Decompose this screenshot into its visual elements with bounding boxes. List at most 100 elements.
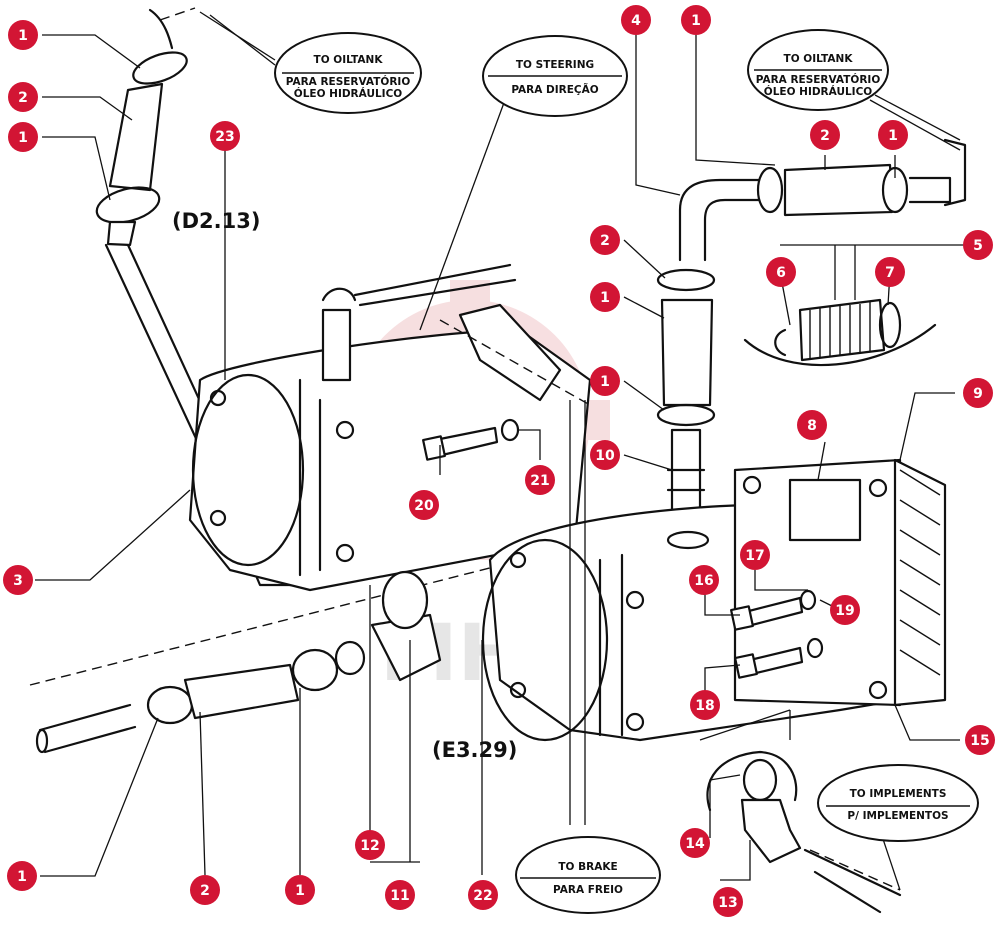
bolt-18 <box>734 646 804 679</box>
svg-text:TO BRAKE: TO BRAKE <box>558 861 617 873</box>
part-badge-label: 1 <box>17 869 27 885</box>
part-badge-label: 14 <box>685 836 705 852</box>
center-line-left <box>29 544 581 686</box>
part-badge-label: 9 <box>973 386 983 402</box>
svg-text:PARA FREIO: PARA FREIO <box>553 884 623 896</box>
part-badge: 16 <box>689 565 719 595</box>
part-badge: 6 <box>766 257 796 287</box>
center-line-upper <box>439 319 591 406</box>
part-badge-label: 19 <box>835 603 854 619</box>
part-badge-label: 15 <box>970 733 989 749</box>
part-badge: 15 <box>965 725 995 755</box>
part-badge: 20 <box>409 490 439 520</box>
part-badge-label: 23 <box>215 129 234 145</box>
part-badge-label: 12 <box>360 838 379 854</box>
part-badge-label: 1 <box>600 374 610 390</box>
part-badge: 4 <box>621 5 651 35</box>
part-badge-label: 17 <box>745 548 764 564</box>
svg-text:PARA DIREÇÃO: PARA DIREÇÃO <box>511 83 598 96</box>
washer-17 <box>799 589 817 611</box>
part-badge-label: 1 <box>888 128 898 144</box>
callout-implements: TO IMPLEMENTS P/ IMPLEMENTOS <box>817 764 979 842</box>
part-badge: 1 <box>8 20 38 50</box>
part-badge: 1 <box>285 875 315 905</box>
part-badge-label: 3 <box>13 573 23 589</box>
part-badge-label: 1 <box>295 883 305 899</box>
svg-text:PARA RESERVATÓRIO: PARA RESERVATÓRIO <box>756 73 881 86</box>
part-badge-label: 1 <box>18 130 28 146</box>
part-badge: 1 <box>590 366 620 396</box>
part-badge: 7 <box>875 257 905 287</box>
svg-text:P/ IMPLEMENTOS: P/ IMPLEMENTOS <box>847 810 948 822</box>
svg-text:ÓLEO HIDRÁULICO: ÓLEO HIDRÁULICO <box>764 85 872 98</box>
part-badge-label: 1 <box>18 28 28 44</box>
part-badge-label: 18 <box>695 698 714 714</box>
lower-pump-body <box>481 458 947 742</box>
part-badge-label: 6 <box>776 265 786 281</box>
lower-left-hose-assembly <box>35 570 442 754</box>
part-badge-label: 2 <box>18 90 28 106</box>
reference-e329: (E3.29) <box>432 738 517 762</box>
svg-text:TO OILTANK: TO OILTANK <box>784 53 854 65</box>
part-badge: 1 <box>8 122 38 152</box>
upper-right-hose <box>756 138 967 217</box>
callout-oiltank-right: TO OILTANK PARA RESERVATÓRIO ÓLEO HIDRÁU… <box>747 29 889 111</box>
part-badge: 14 <box>680 828 710 858</box>
svg-text:TO IMPLEMENTS: TO IMPLEMENTS <box>850 788 947 800</box>
part-badge-label: 22 <box>473 888 492 904</box>
bolt-20 <box>422 426 499 461</box>
part-badge: 13 <box>713 887 743 917</box>
part-badge: 1 <box>590 282 620 312</box>
part-badge-label: 2 <box>200 883 210 899</box>
part-badge-label: 2 <box>600 233 610 249</box>
part-badge: 23 <box>210 121 240 151</box>
part-badge-label: 13 <box>718 895 737 911</box>
part-badge: 12 <box>355 830 385 860</box>
part-badge: 1 <box>878 120 908 150</box>
part-badge: 1 <box>7 861 37 891</box>
part-badge: 19 <box>830 595 860 625</box>
callout-oiltank-left: TO OILTANK PARA RESERVATÓRIO ÓLEO HIDRÁU… <box>274 32 422 114</box>
part-badge-label: 4 <box>631 13 641 29</box>
part-badge: 17 <box>740 540 770 570</box>
part-badge: 22 <box>468 880 498 910</box>
part-badge: 2 <box>190 875 220 905</box>
part-badge: 2 <box>590 225 620 255</box>
part-badge-label: 11 <box>390 888 409 904</box>
part-badge-label: 1 <box>600 290 610 306</box>
part-badge: 18 <box>690 690 720 720</box>
part-badge: 1 <box>681 5 711 35</box>
part-badge: 21 <box>525 465 555 495</box>
part-badge: 5 <box>963 230 993 260</box>
upper-pump-body <box>188 263 592 592</box>
part-badge-label: 16 <box>694 573 713 589</box>
callout-steering: TO STEERING PARA DIREÇÃO <box>482 35 628 117</box>
part-badge: 2 <box>810 120 840 150</box>
elbow-fitting-13 <box>706 750 901 891</box>
part-badge-label: 10 <box>595 448 615 464</box>
filter-element-5 <box>743 298 937 367</box>
svg-text:TO OILTANK: TO OILTANK <box>314 54 384 66</box>
svg-text:ÓLEO HIDRÁULICO: ÓLEO HIDRÁULICO <box>294 87 402 100</box>
part-badge-label: 5 <box>973 238 983 254</box>
part-badge: 10 <box>590 440 620 470</box>
part-badge-label: 20 <box>414 498 434 514</box>
vertical-right-hose <box>656 268 716 512</box>
elbow-pipe-4 <box>678 178 762 262</box>
part-badge: 11 <box>385 880 415 910</box>
part-badge-label: 7 <box>885 265 895 281</box>
callout-brake: TO BRAKE PARA FREIO <box>515 836 661 914</box>
part-badge-label: 1 <box>691 13 701 29</box>
part-badge-label: 2 <box>820 128 830 144</box>
part-badge-label: 21 <box>530 473 549 489</box>
bolt-16 <box>730 596 804 631</box>
svg-text:PARA RESERVATÓRIO: PARA RESERVATÓRIO <box>286 75 411 88</box>
washer-19 <box>806 637 824 659</box>
part-badge: 8 <box>797 410 827 440</box>
implements-pipe <box>803 848 902 914</box>
part-badge: 9 <box>963 378 993 408</box>
svg-text:TO STEERING: TO STEERING <box>516 59 594 71</box>
part-badge-label: 8 <box>807 418 817 434</box>
reference-d213: (D2.13) <box>172 209 260 233</box>
